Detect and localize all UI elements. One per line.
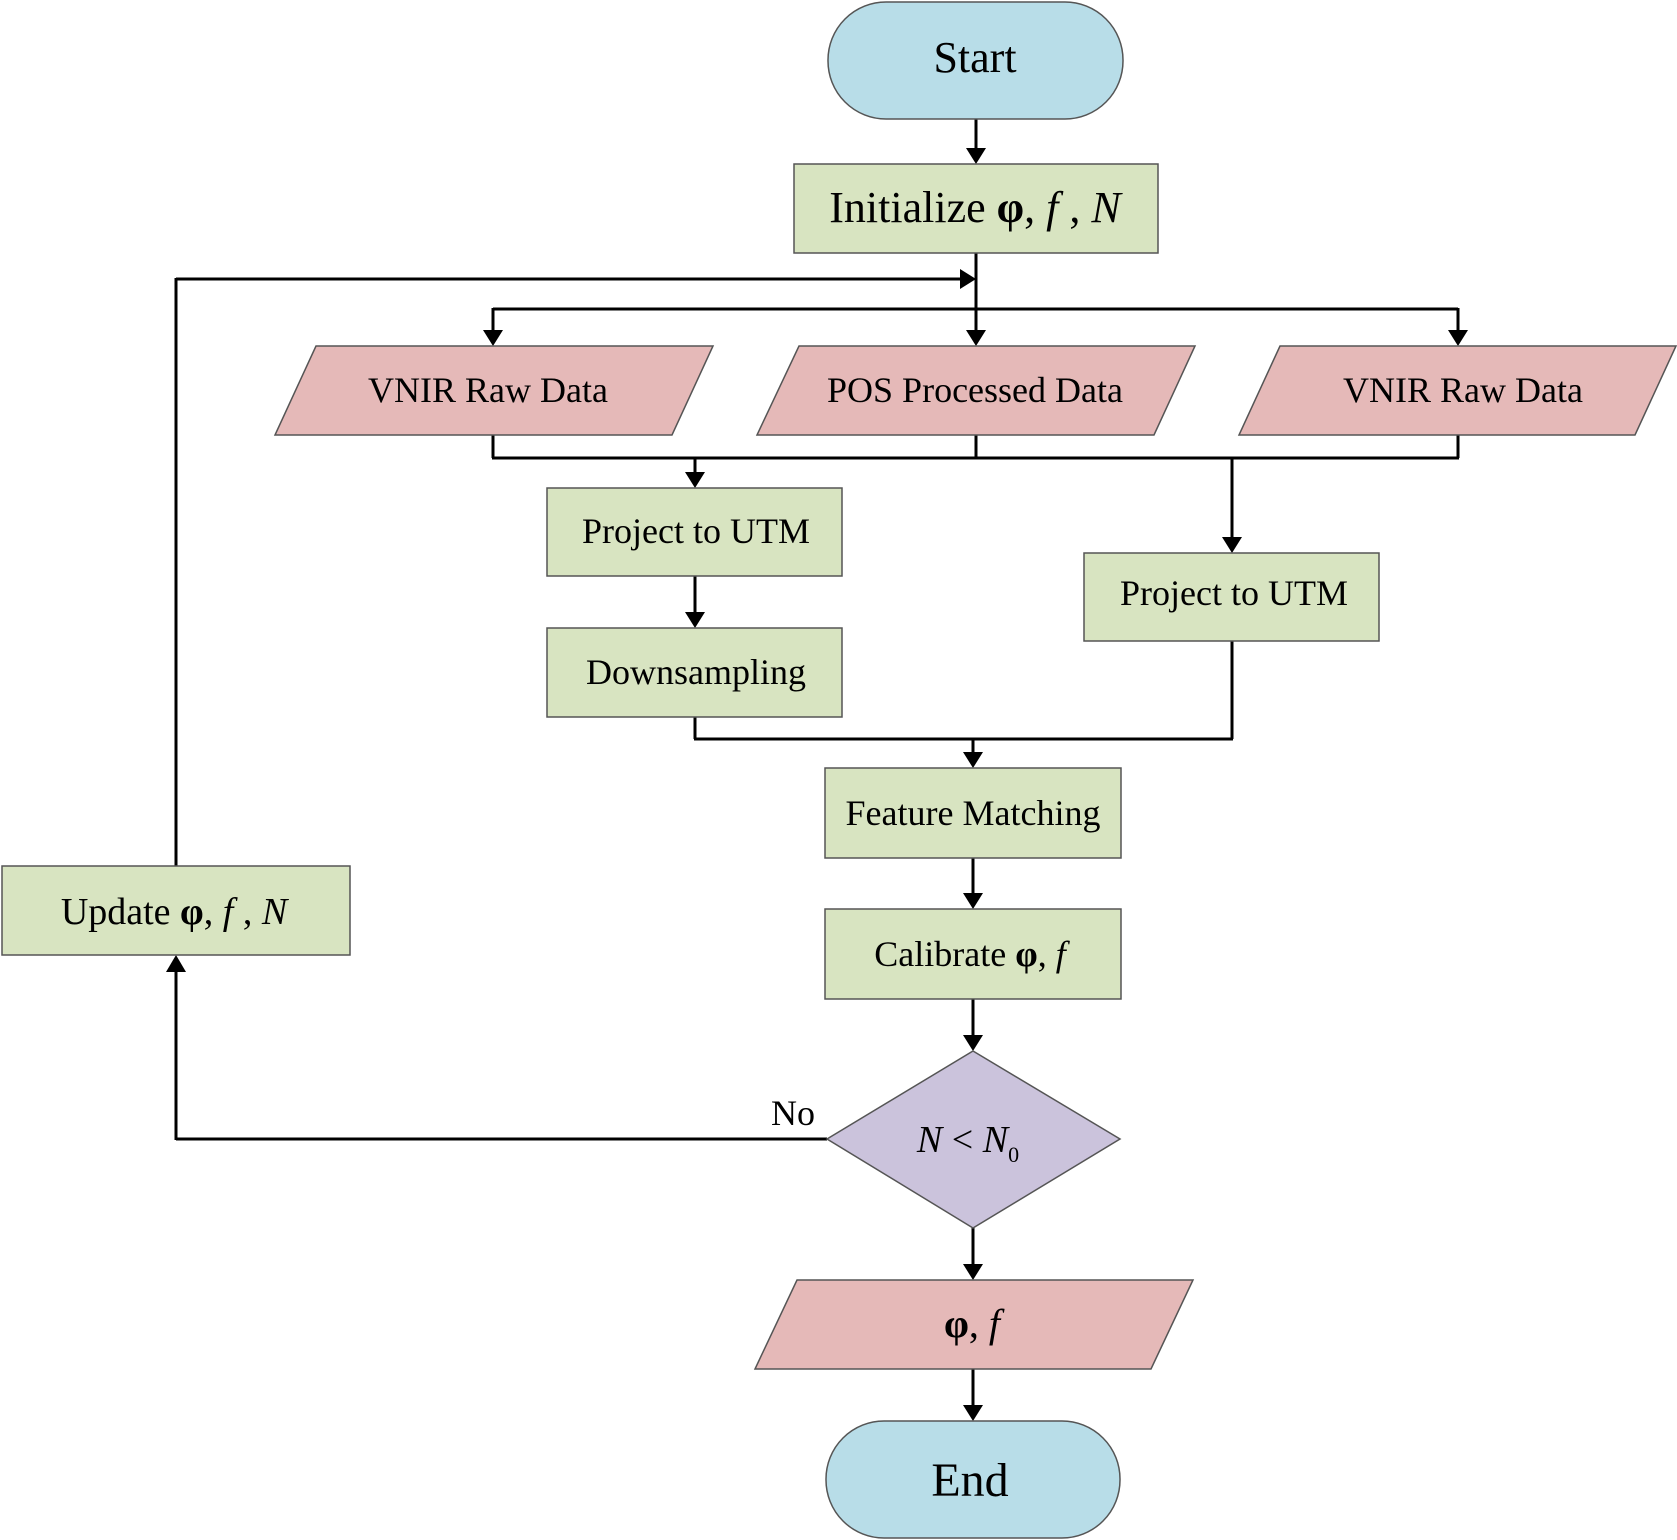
arrowhead	[685, 472, 705, 488]
end-shape	[825, 1420, 1121, 1539]
vnir-raw-data-left-node: VNIR Raw Data	[273, 345, 715, 436]
project-left-label: Project to UTM	[582, 511, 810, 551]
calibrate-shape	[824, 908, 1122, 1000]
feature-matching-node: Feature Matching	[824, 767, 1122, 859]
decision-shape	[825, 1050, 1122, 1229]
update-label: Update φ, f , N	[61, 891, 290, 933]
vnir-raw-data-right-node: VNIR Raw Data	[1237, 345, 1677, 436]
vnir-left-shape	[273, 345, 715, 436]
arrowhead	[1222, 537, 1242, 553]
connectors	[166, 119, 1468, 1421]
arrowhead	[963, 893, 983, 909]
output-data-node: φ, f	[753, 1279, 1195, 1370]
start-label: Start	[933, 33, 1016, 82]
initialize-shape	[793, 163, 1159, 254]
start-shape	[827, 1, 1124, 120]
calibrate-node: Calibrate φ, f	[824, 908, 1122, 1000]
arrowhead	[166, 955, 186, 972]
project-to-utm-left-node: Project to UTM	[546, 487, 843, 577]
edge-label-no: No	[771, 1093, 815, 1133]
vnir-left-label: VNIR Raw Data	[368, 370, 608, 410]
pos-shape	[755, 345, 1197, 436]
initialize-node: Initialize φ, f , N	[793, 163, 1159, 254]
calibrate-label: Calibrate φ, f	[874, 934, 1070, 974]
project-right-shape	[1083, 552, 1380, 642]
arrowhead	[963, 1035, 983, 1051]
project-left-shape	[546, 487, 843, 577]
downsampling-node: Downsampling	[546, 627, 843, 718]
feature-matching-label: Feature Matching	[846, 793, 1101, 833]
update-shape	[1, 865, 351, 956]
arrowhead	[685, 612, 705, 628]
decision-label: N < N0	[916, 1119, 1019, 1167]
vnir-right-label: VNIR Raw Data	[1343, 370, 1583, 410]
arrowhead	[966, 330, 986, 346]
downsampling-shape	[546, 627, 843, 718]
arrowhead	[966, 148, 986, 164]
project-to-utm-right-node: Project to UTM	[1083, 552, 1380, 642]
output-shape	[753, 1279, 1195, 1370]
arrowhead	[960, 269, 976, 289]
arrowhead	[483, 330, 503, 346]
initialize-label: Initialize φ, f , N	[829, 183, 1123, 232]
start-node: Start	[827, 1, 1124, 120]
pos-processed-data-node: POS Processed Data	[755, 345, 1197, 436]
arrowhead	[963, 1405, 983, 1421]
update-node: Update φ, f , N	[1, 865, 351, 956]
arrowhead	[963, 1264, 983, 1280]
vnir-right-shape	[1237, 345, 1677, 436]
arrowhead	[963, 752, 983, 768]
end-node: End	[825, 1420, 1121, 1539]
output-label: φ, f	[944, 1301, 1005, 1346]
feature-matching-shape	[824, 767, 1122, 859]
arrowhead	[1448, 330, 1468, 346]
project-right-label: Project to UTM	[1120, 573, 1348, 613]
downsampling-label: Downsampling	[586, 652, 806, 692]
end-label: End	[931, 1454, 1008, 1507]
pos-label: POS Processed Data	[827, 370, 1123, 410]
decision-node: N < N0	[825, 1050, 1122, 1229]
